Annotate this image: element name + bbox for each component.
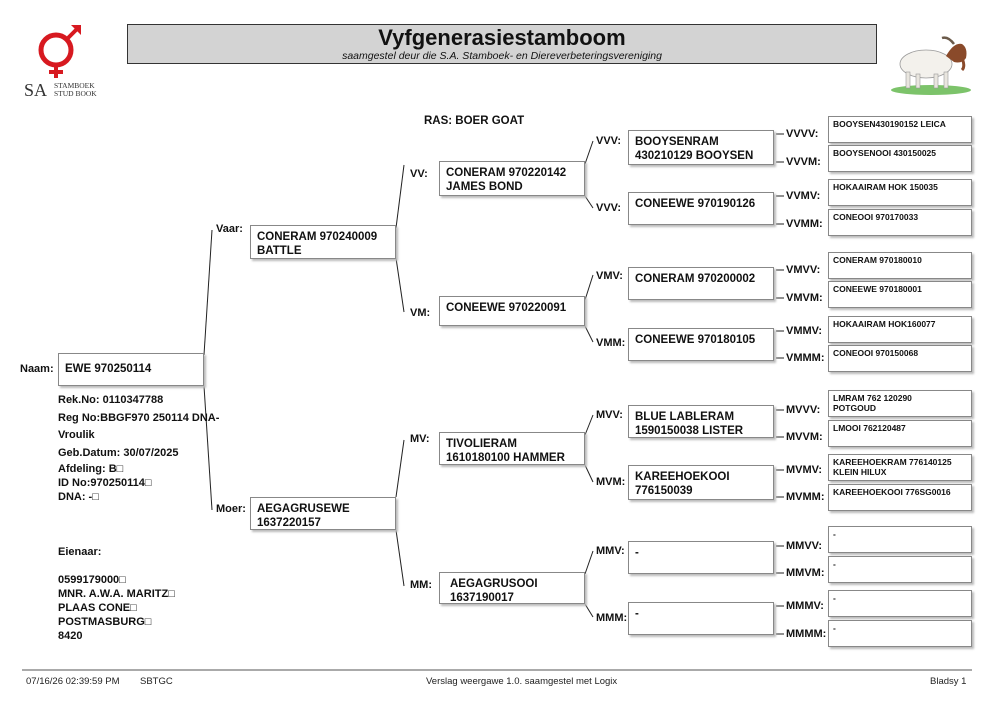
mv-box: TIVOLIERAM 1610180100 HAMMER: [439, 432, 585, 465]
vmm-label: VMM:: [596, 337, 626, 349]
animal-info: Rek.No: 0110347788 Reg No:BBGF970 250114…: [58, 392, 219, 504]
title-bar: Vyfgenerasiestamboom saamgestel deur die…: [127, 24, 877, 64]
mvvm-box: LMOOI 762120487: [828, 420, 972, 447]
mm-label: MM:: [410, 579, 432, 591]
vvvm-box: BOOYSENOOI 430150025: [828, 145, 972, 172]
sire-box: CONERAM 970240009 BATTLE: [250, 225, 396, 259]
boer-goat-image: [888, 30, 974, 96]
afdeling: Afdeling: B□: [58, 463, 124, 475]
vv-box: CONERAM 970220142 JAMES BOND: [439, 161, 585, 196]
owner-block: Eienaar: 0599179000□ MNR. A.W.A. MARITZ□…: [58, 531, 175, 657]
vmvm-box: CONEEWE 970180001: [828, 281, 972, 308]
footer-timestamp: 07/16/26 02:39:59 PM: [26, 676, 120, 687]
mmvv-box: -: [828, 526, 972, 553]
vm-label: VM:: [410, 307, 431, 319]
mmmv-box: -: [828, 590, 972, 617]
footer-version: Verslag weergawe 1.0. saamgestel met Log…: [426, 676, 618, 687]
vvm-label: VVV:: [596, 202, 622, 214]
mvvm-label: MVVM:: [786, 431, 823, 443]
birth-date: Geb.Datum: 30/07/2025: [58, 446, 179, 459]
owner-details: 0599179000□ MNR. A.W.A. MARITZ□ PLAAS CO…: [58, 574, 175, 642]
mmmm-label: MMMM:: [786, 628, 827, 640]
owner-label: Eienaar:: [58, 546, 102, 558]
dam-box: AEGAGRUSEWE 1637220157: [250, 497, 396, 530]
mvmv-box: KAREEHOEKRAM 776140125 KLEIN HILUX: [828, 454, 972, 481]
vvmm-label: VVMM:: [786, 218, 823, 230]
sire-label: Vaar:: [216, 223, 243, 235]
mmm-label: MMM:: [596, 612, 628, 624]
mvm-box: KAREEHOEKOOI 776150039: [628, 465, 774, 500]
page-title: Vyfgenerasiestamboom: [378, 25, 626, 50]
vv-label: VV:: [410, 168, 428, 180]
vvmm-box: CONEOOI 970170033: [828, 209, 972, 236]
mvmm-box: KAREEHOEKOOI 776SG0016: [828, 484, 972, 511]
mvv-box: BLUE LABLERAM 1590150038 LISTER: [628, 405, 774, 438]
mvm-label: MVM:: [596, 476, 626, 488]
mmvm-label: MMVM:: [786, 567, 825, 579]
id-no: ID No:970250114□: [58, 477, 152, 489]
vmmv-box: HOKAAIRAM HOK160077: [828, 316, 972, 343]
logo-line1: STAMBOEK: [54, 81, 95, 90]
mmm-box: -: [628, 602, 774, 635]
mvvv-label: MVVV:: [786, 404, 821, 416]
name-label: Naam:: [20, 363, 54, 375]
sex: Vroulik: [58, 429, 95, 441]
dna: DNA: -□: [58, 491, 99, 503]
vvmv-box: HOKAAIRAM HOK 150035: [828, 179, 972, 206]
vmvv-label: VMVV:: [786, 264, 821, 276]
vmmm-label: VMMM:: [786, 352, 825, 364]
vmvm-label: VMVM:: [786, 292, 823, 304]
page-subtitle: saamgestel deur die S.A. Stamboek- en Di…: [342, 50, 662, 62]
rek-no: Rek.No: 0110347788: [58, 394, 164, 406]
mm-box: AEGAGRUSOOI 1637190017: [439, 572, 585, 604]
mvv-label: MVV:: [596, 409, 623, 421]
mvvv-box: LMRAM 762 120290 POTGOUD: [828, 390, 972, 417]
mmmm-box: -: [828, 620, 972, 647]
logo-line2: STUD BOOK: [54, 89, 97, 98]
vmvv-box: CONERAM 970180010: [828, 252, 972, 279]
breed-label: RAS: BOER GOAT: [424, 115, 525, 127]
mmvv-label: MMVV:: [786, 540, 823, 552]
footer-code: SBTGC: [140, 676, 173, 687]
vvvv-label: VVVV:: [786, 128, 819, 140]
mvmv-label: MVMV:: [786, 464, 823, 476]
mmmv-label: MMMV:: [786, 600, 824, 612]
vmv-label: VMV:: [596, 270, 623, 282]
vm-box: CONEEWE 970220091: [439, 296, 585, 326]
footer-page-number: Bladsy 1: [930, 676, 967, 687]
sa-studbook-logo: SA STAMBOEK STUD BOOK: [22, 22, 106, 102]
animal-name-box: EWE 970250114: [58, 353, 204, 386]
vvv-box: BOOYSENRAM 430210129 BOOYSEN: [628, 130, 774, 165]
vmmm-box: CONEOOI 970150068: [828, 345, 972, 372]
vvmv-label: VVMV:: [786, 190, 821, 202]
vmmv-label: VMMV:: [786, 325, 823, 337]
mv-label: MV:: [410, 433, 430, 445]
vvvv-box: BOOYSEN430190152 LEICA: [828, 116, 972, 143]
gender-symbol-icon: [38, 25, 81, 78]
vvm-box: CONEEWE 970190126: [628, 192, 774, 225]
reg-no: Reg No:BBGF970 250114 DNA-: [58, 411, 220, 424]
dam-label: Moer:: [216, 503, 246, 515]
mmvm-box: -: [828, 556, 972, 583]
vmm-box: CONEEWE 970180105: [628, 328, 774, 361]
vvv-label: VVV:: [596, 135, 622, 147]
logo-sa-text: SA: [24, 80, 48, 100]
mvmm-label: MVMM:: [786, 491, 825, 503]
mmv-box: -: [628, 541, 774, 574]
mmv-label: MMV:: [596, 545, 625, 557]
vvvm-label: VVVM:: [786, 156, 821, 168]
vmv-box: CONERAM 970200002: [628, 267, 774, 300]
